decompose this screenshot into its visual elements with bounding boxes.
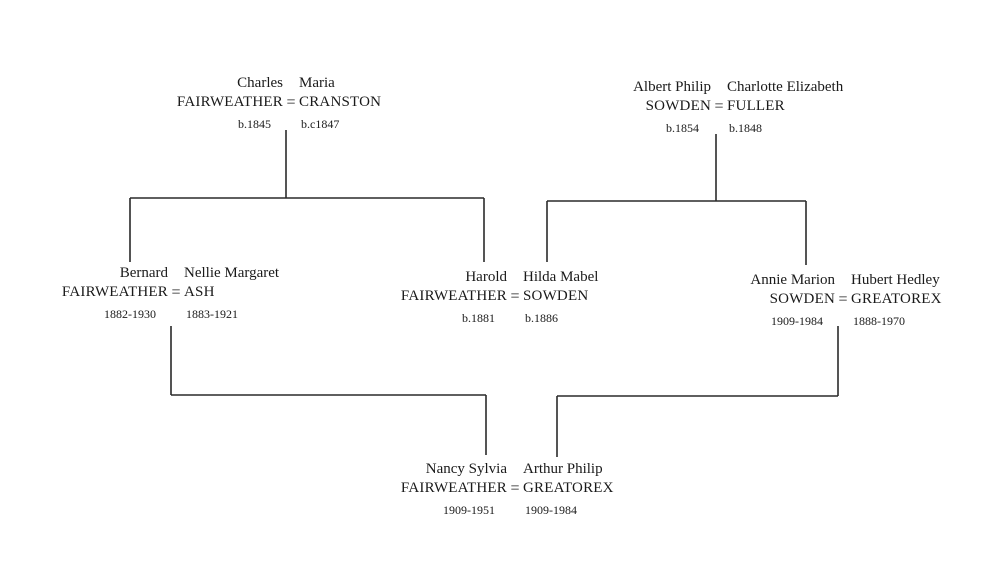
given-name: Harold (465, 269, 507, 285)
marriage-symbol: = (171, 284, 181, 301)
life-dates: 1909-1951 (443, 503, 495, 517)
marriage-symbol: = (286, 94, 296, 111)
marriage-symbol: = (838, 291, 848, 308)
surname: FAIRWEATHER (400, 480, 507, 496)
person-arthur-greatorex: Arthur Philip GREATOREX 1909-1984 (523, 460, 614, 519)
surname: SOWDEN (645, 98, 711, 114)
life-dates: 1909-1984 (525, 503, 577, 517)
given-name: Bernard (119, 265, 168, 281)
surname: GREATOREX (851, 291, 942, 307)
person-hubert-greatorex: Hubert Hedley GREATOREX 1888-1970 (851, 271, 942, 330)
surname: FAIRWEATHER (176, 94, 283, 110)
life-dates: b.1881 (462, 311, 495, 325)
life-dates: b.c1847 (301, 117, 340, 131)
couple-nancy-arthur: Nancy Sylvia FAIRWEATHER 1909-1951 = Art… (335, 460, 695, 520)
given-name: Hubert Hedley (851, 272, 940, 288)
person-harold-fairweather: Harold FAIRWEATHER b.1881 (401, 268, 507, 327)
couple-harold-hilda: Harold FAIRWEATHER b.1881 = Hilda Mabel … (335, 268, 695, 328)
surname: CRANSTON (299, 94, 382, 110)
surname: FAIRWEATHER (61, 284, 168, 300)
person-annie-sowden: Annie Marion SOWDEN 1909-1984 (750, 271, 835, 330)
person-nancy-fairweather: Nancy Sylvia FAIRWEATHER 1909-1951 (401, 460, 507, 519)
given-name: Arthur Philip (523, 461, 603, 477)
surname: FULLER (727, 98, 785, 114)
life-dates: b.1848 (729, 121, 762, 135)
person-hilda-sowden: Hilda Mabel SOWDEN b.1886 (523, 268, 598, 327)
marriage-symbol: = (510, 480, 520, 497)
couple-annie-hubert: Annie Marion SOWDEN 1909-1984 = Hubert H… (663, 271, 1000, 331)
life-dates: 1909-1984 (771, 314, 823, 328)
life-dates: 1888-1970 (853, 314, 905, 328)
couple-bernard-nellie: Bernard FAIRWEATHER 1882-1930 = Nellie M… (0, 264, 356, 324)
life-dates: 1882-1930 (104, 307, 156, 321)
surname: SOWDEN (769, 291, 835, 307)
surname: GREATOREX (523, 480, 614, 496)
life-dates: b.1845 (238, 117, 271, 131)
given-name: Albert Philip (633, 79, 711, 95)
surname: ASH (184, 284, 215, 300)
couple-albert-charlotte: Albert Philip SOWDEN b.1854 = Charlotte … (539, 78, 899, 138)
person-bernard-fairweather: Bernard FAIRWEATHER 1882-1930 (62, 264, 168, 323)
person-charlotte-fuller: Charlotte Elizabeth FULLER b.1848 (727, 78, 843, 137)
given-name: Nancy Sylvia (425, 461, 507, 477)
given-name: Charles (237, 75, 283, 91)
given-name: Hilda Mabel (523, 269, 599, 285)
person-nellie-ash: Nellie Margaret ASH 1883-1921 (184, 264, 279, 323)
surname: SOWDEN (523, 288, 589, 304)
surname: FAIRWEATHER (400, 288, 507, 304)
marriage-symbol: = (510, 288, 520, 305)
couple-charles-maria: Charles FAIRWEATHER b.1845 = Maria CRANS… (111, 74, 471, 134)
marriage-symbol: = (714, 98, 724, 115)
life-dates: b.1854 (666, 121, 699, 135)
given-name: Charlotte Elizabeth (727, 79, 844, 95)
given-name: Annie Marion (750, 272, 835, 288)
life-dates: 1883-1921 (186, 307, 238, 321)
given-name: Nellie Margaret (184, 265, 280, 281)
given-name: Maria (299, 75, 335, 91)
life-dates: b.1886 (525, 311, 558, 325)
person-charles-fairweather: Charles FAIRWEATHER b.1845 (177, 74, 283, 133)
person-albert-sowden: Albert Philip SOWDEN b.1854 (633, 78, 711, 137)
person-maria-cranston: Maria CRANSTON b.c1847 (299, 74, 381, 133)
